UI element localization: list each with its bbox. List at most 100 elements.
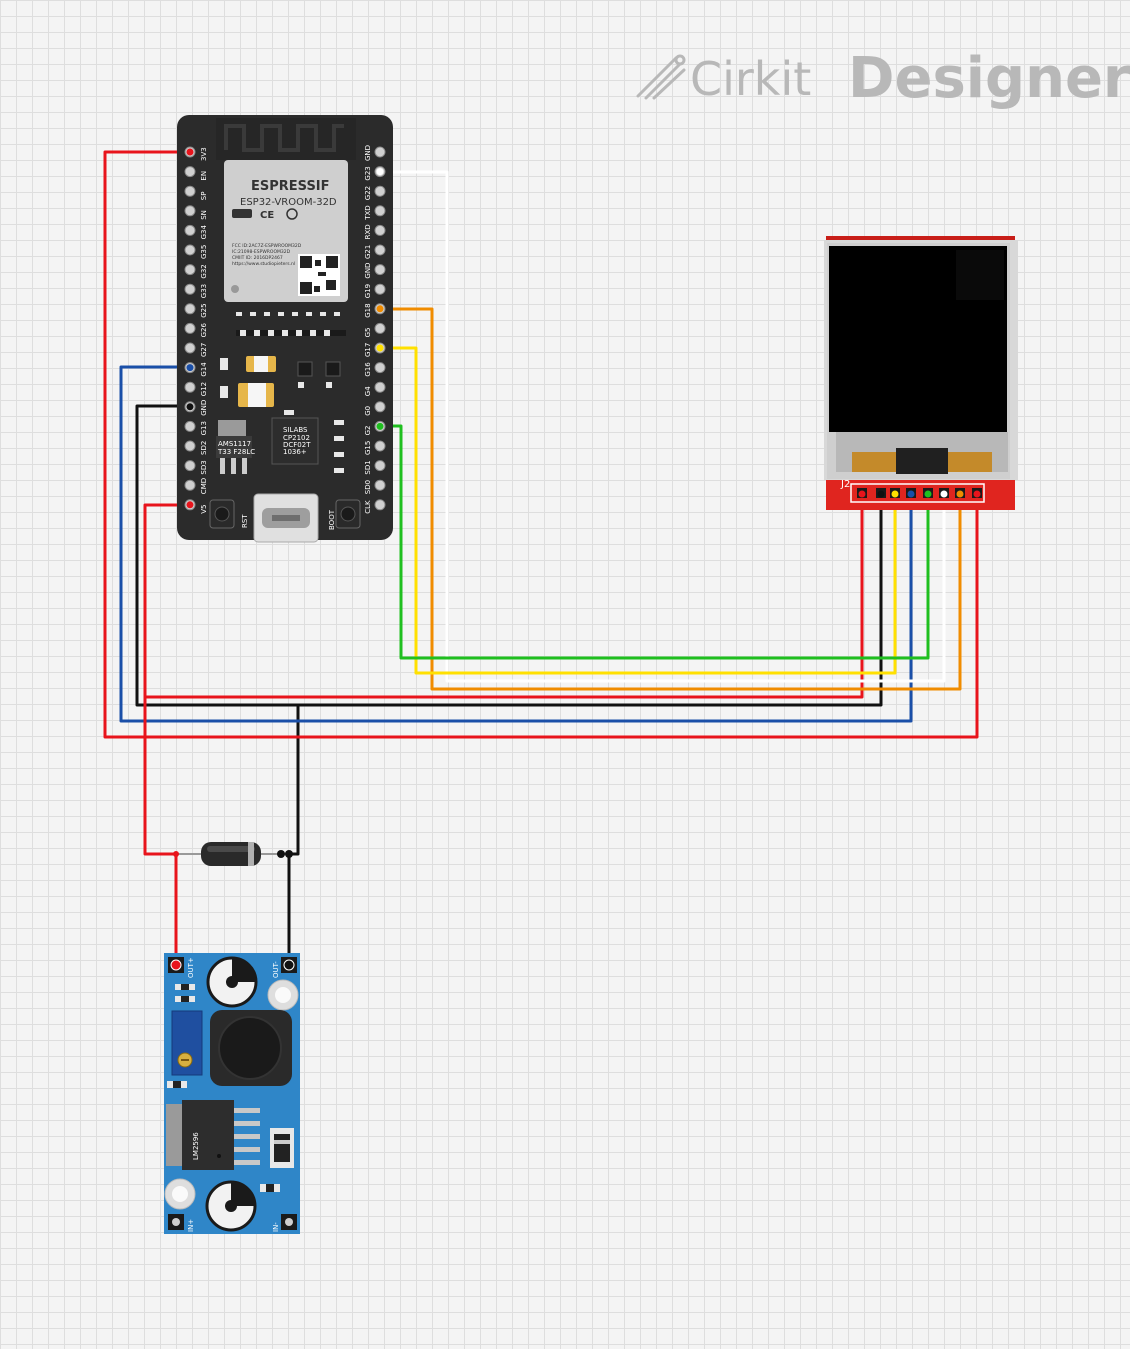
esp32-pin-left-en-1[interactable]	[184, 166, 196, 178]
buck-in-plus-pin[interactable]	[168, 1214, 184, 1230]
wire-v5-to-diode[interactable]	[143, 697, 176, 856]
ams1117-regulator	[216, 436, 252, 458]
wire-gnd-to-buck-out-minus[interactable]	[137, 703, 300, 965]
tft-pin-connection-7	[956, 490, 964, 498]
esp32-pin-connection-right-g23-1	[376, 168, 384, 176]
esp32-pin-label-right-g16-11: G16	[364, 362, 372, 377]
esp32-pin-left-g33-7[interactable]	[184, 283, 196, 295]
buck-out-minus-pin[interactable]	[281, 957, 297, 973]
tft-pin-connection-1	[858, 490, 866, 498]
esp32-pin-label-right-gnd-6: GND	[364, 263, 372, 279]
esp32-pin-right-g19-7[interactable]	[374, 283, 386, 295]
boot-label: BOOT	[328, 509, 336, 530]
esp32-pin-label-left-3v3-0: 3V3	[200, 147, 208, 161]
esp32-pin-label-left-g32-6: G32	[200, 264, 208, 278]
esp32-pin-label-left-sd2-15: SD2	[200, 441, 208, 455]
esp32-pin-label-left-g35-5: G35	[200, 245, 208, 259]
esp32-pin-label-right-g21-5: G21	[364, 245, 372, 259]
esp32-pin-connection-left-gnd-13	[186, 403, 194, 411]
esp32-pin-left-g26-9[interactable]	[184, 322, 196, 334]
smd-resistor-row	[236, 312, 346, 336]
module-brand: ESPRESSIF	[251, 179, 330, 194]
tft-connector-label: J2	[840, 479, 850, 490]
esp32-pin-left-g34-4[interactable]	[184, 224, 196, 236]
esp32-board[interactable]: ESPRESSIF ESP32-VROOM-32D CE FCC ID:2AC7…	[177, 115, 393, 543]
out-plus-label: OUT+	[187, 957, 195, 978]
wire-endpoints	[285, 850, 293, 858]
rst-button[interactable]	[209, 499, 235, 529]
esp32-pin-label-right-g17-10: G17	[364, 343, 372, 357]
usb-chip-sub1: CP2102	[283, 434, 310, 442]
diode[interactable]	[173, 842, 289, 866]
tft-pin-header-outline	[850, 483, 985, 503]
buck-out-plus-pin[interactable]	[168, 957, 184, 973]
tft-display-module[interactable]: J2	[824, 236, 1018, 510]
esp32-pin-left-cmd-17[interactable]	[184, 479, 196, 491]
esp32-pin-right-clk-18[interactable]	[374, 499, 386, 511]
esp32-pin-right-g15-15[interactable]	[374, 440, 386, 452]
esp32-pin-left-sd2-15[interactable]	[184, 440, 196, 452]
micro-usb-port[interactable]	[253, 493, 319, 543]
buck-converter[interactable]: LM2596	[164, 953, 300, 1234]
wire-g18-to-tft[interactable]	[380, 307, 962, 691]
diode-cathode-node	[277, 850, 285, 858]
out-minus-label: OUT-	[272, 961, 280, 978]
qr-code-icon	[298, 254, 340, 296]
usb-chip-sub3: 1036+	[283, 448, 307, 456]
cirkit-logo-icon	[636, 54, 686, 100]
esp32-pin-label-left-g25-8: G25	[200, 303, 208, 317]
esp32-pin-left-g25-8[interactable]	[184, 303, 196, 315]
esp32-pin-right-sd0-17[interactable]	[374, 479, 386, 491]
esp32-pin-right-g4-12[interactable]	[374, 381, 386, 393]
esp32-pin-label-left-g27-10: G27	[200, 343, 208, 357]
tft-pin-connection-4	[907, 490, 915, 498]
wire-3v3-to-tft-vcc[interactable]	[103, 150, 979, 739]
wire-g2-to-tft[interactable]	[380, 424, 930, 660]
esp32-pin-right-rxd-4[interactable]	[374, 224, 386, 236]
wire-g14-to-tft[interactable]	[119, 365, 913, 723]
esp32-pin-left-g35-5[interactable]	[184, 244, 196, 256]
esp32-pin-left-g13-14[interactable]	[184, 420, 196, 432]
esp32-pin-right-g21-5[interactable]	[374, 244, 386, 256]
fcc-line-3: CMIIT ID: 2016DP2467	[232, 255, 283, 261]
ce-mark-icon: CE	[260, 210, 274, 221]
esp32-pin-left-g27-10[interactable]	[184, 342, 196, 354]
module-pad-icon	[231, 285, 239, 293]
cp2102-usb-chip: SILABS CP2102 DCF02T 1036+	[271, 417, 319, 465]
watermark-brand-right: Designer	[848, 46, 1130, 111]
esp32-pin-right-g0-13[interactable]	[374, 401, 386, 413]
esp32-pin-left-sp-2[interactable]	[184, 185, 196, 197]
esp32-pin-left-sn-3[interactable]	[184, 205, 196, 217]
esp32-pin-left-g12-12[interactable]	[184, 381, 196, 393]
esp32-pin-label-left-g33-7: G33	[200, 284, 208, 298]
tft-pin-connection-5	[924, 490, 932, 498]
esp32-pin-connection-right-g2-14	[376, 422, 384, 430]
fcc-line-1: FCC ID:2AC7Z-ESPWROOM32D	[232, 243, 302, 249]
fcc-line-2: IC:21098-ESPWROOM32D	[232, 249, 291, 255]
wire-g17-to-tft[interactable]	[380, 346, 897, 675]
esp32-pin-label-left-sd3-16: SD3	[200, 460, 208, 474]
esp32-pin-left-sd3-16[interactable]	[184, 460, 196, 472]
esp32-pin-right-g16-11[interactable]	[374, 362, 386, 374]
esp32-pin-label-left-g34-4: G34	[200, 225, 208, 240]
boot-button[interactable]	[335, 499, 361, 529]
esp32-pin-label-right-clk-18: CLK	[364, 500, 372, 514]
esp32-pin-label-left-sn-3: SN	[200, 210, 208, 220]
esp32-pin-right-sd1-16[interactable]	[374, 460, 386, 472]
wire-g23-to-tft[interactable]	[380, 170, 946, 683]
esp32-pin-right-txd-3[interactable]	[374, 205, 386, 217]
esp32-pin-right-gnd-6[interactable]	[374, 264, 386, 276]
esp32-pin-label-left-g14-11: G14	[200, 362, 208, 377]
esp32-pin-right-g5-9[interactable]	[374, 322, 386, 334]
diode-cathode-band	[248, 842, 254, 866]
antenna-trace-icon	[224, 124, 344, 152]
esp32-pin-right-gnd-0[interactable]	[374, 146, 386, 158]
esp32-pin-label-left-cmd-17: CMD	[200, 478, 208, 494]
esp32-pin-right-g22-2[interactable]	[374, 185, 386, 197]
lm2596-ic: LM2596	[166, 1100, 260, 1170]
esp32-pin-label-right-g19-7: G19	[364, 284, 372, 298]
esp32-pin-left-g32-6[interactable]	[184, 264, 196, 276]
buck-in-minus-pin[interactable]	[281, 1214, 297, 1230]
esp32-pin-label-right-gnd-0: GND	[364, 145, 372, 161]
